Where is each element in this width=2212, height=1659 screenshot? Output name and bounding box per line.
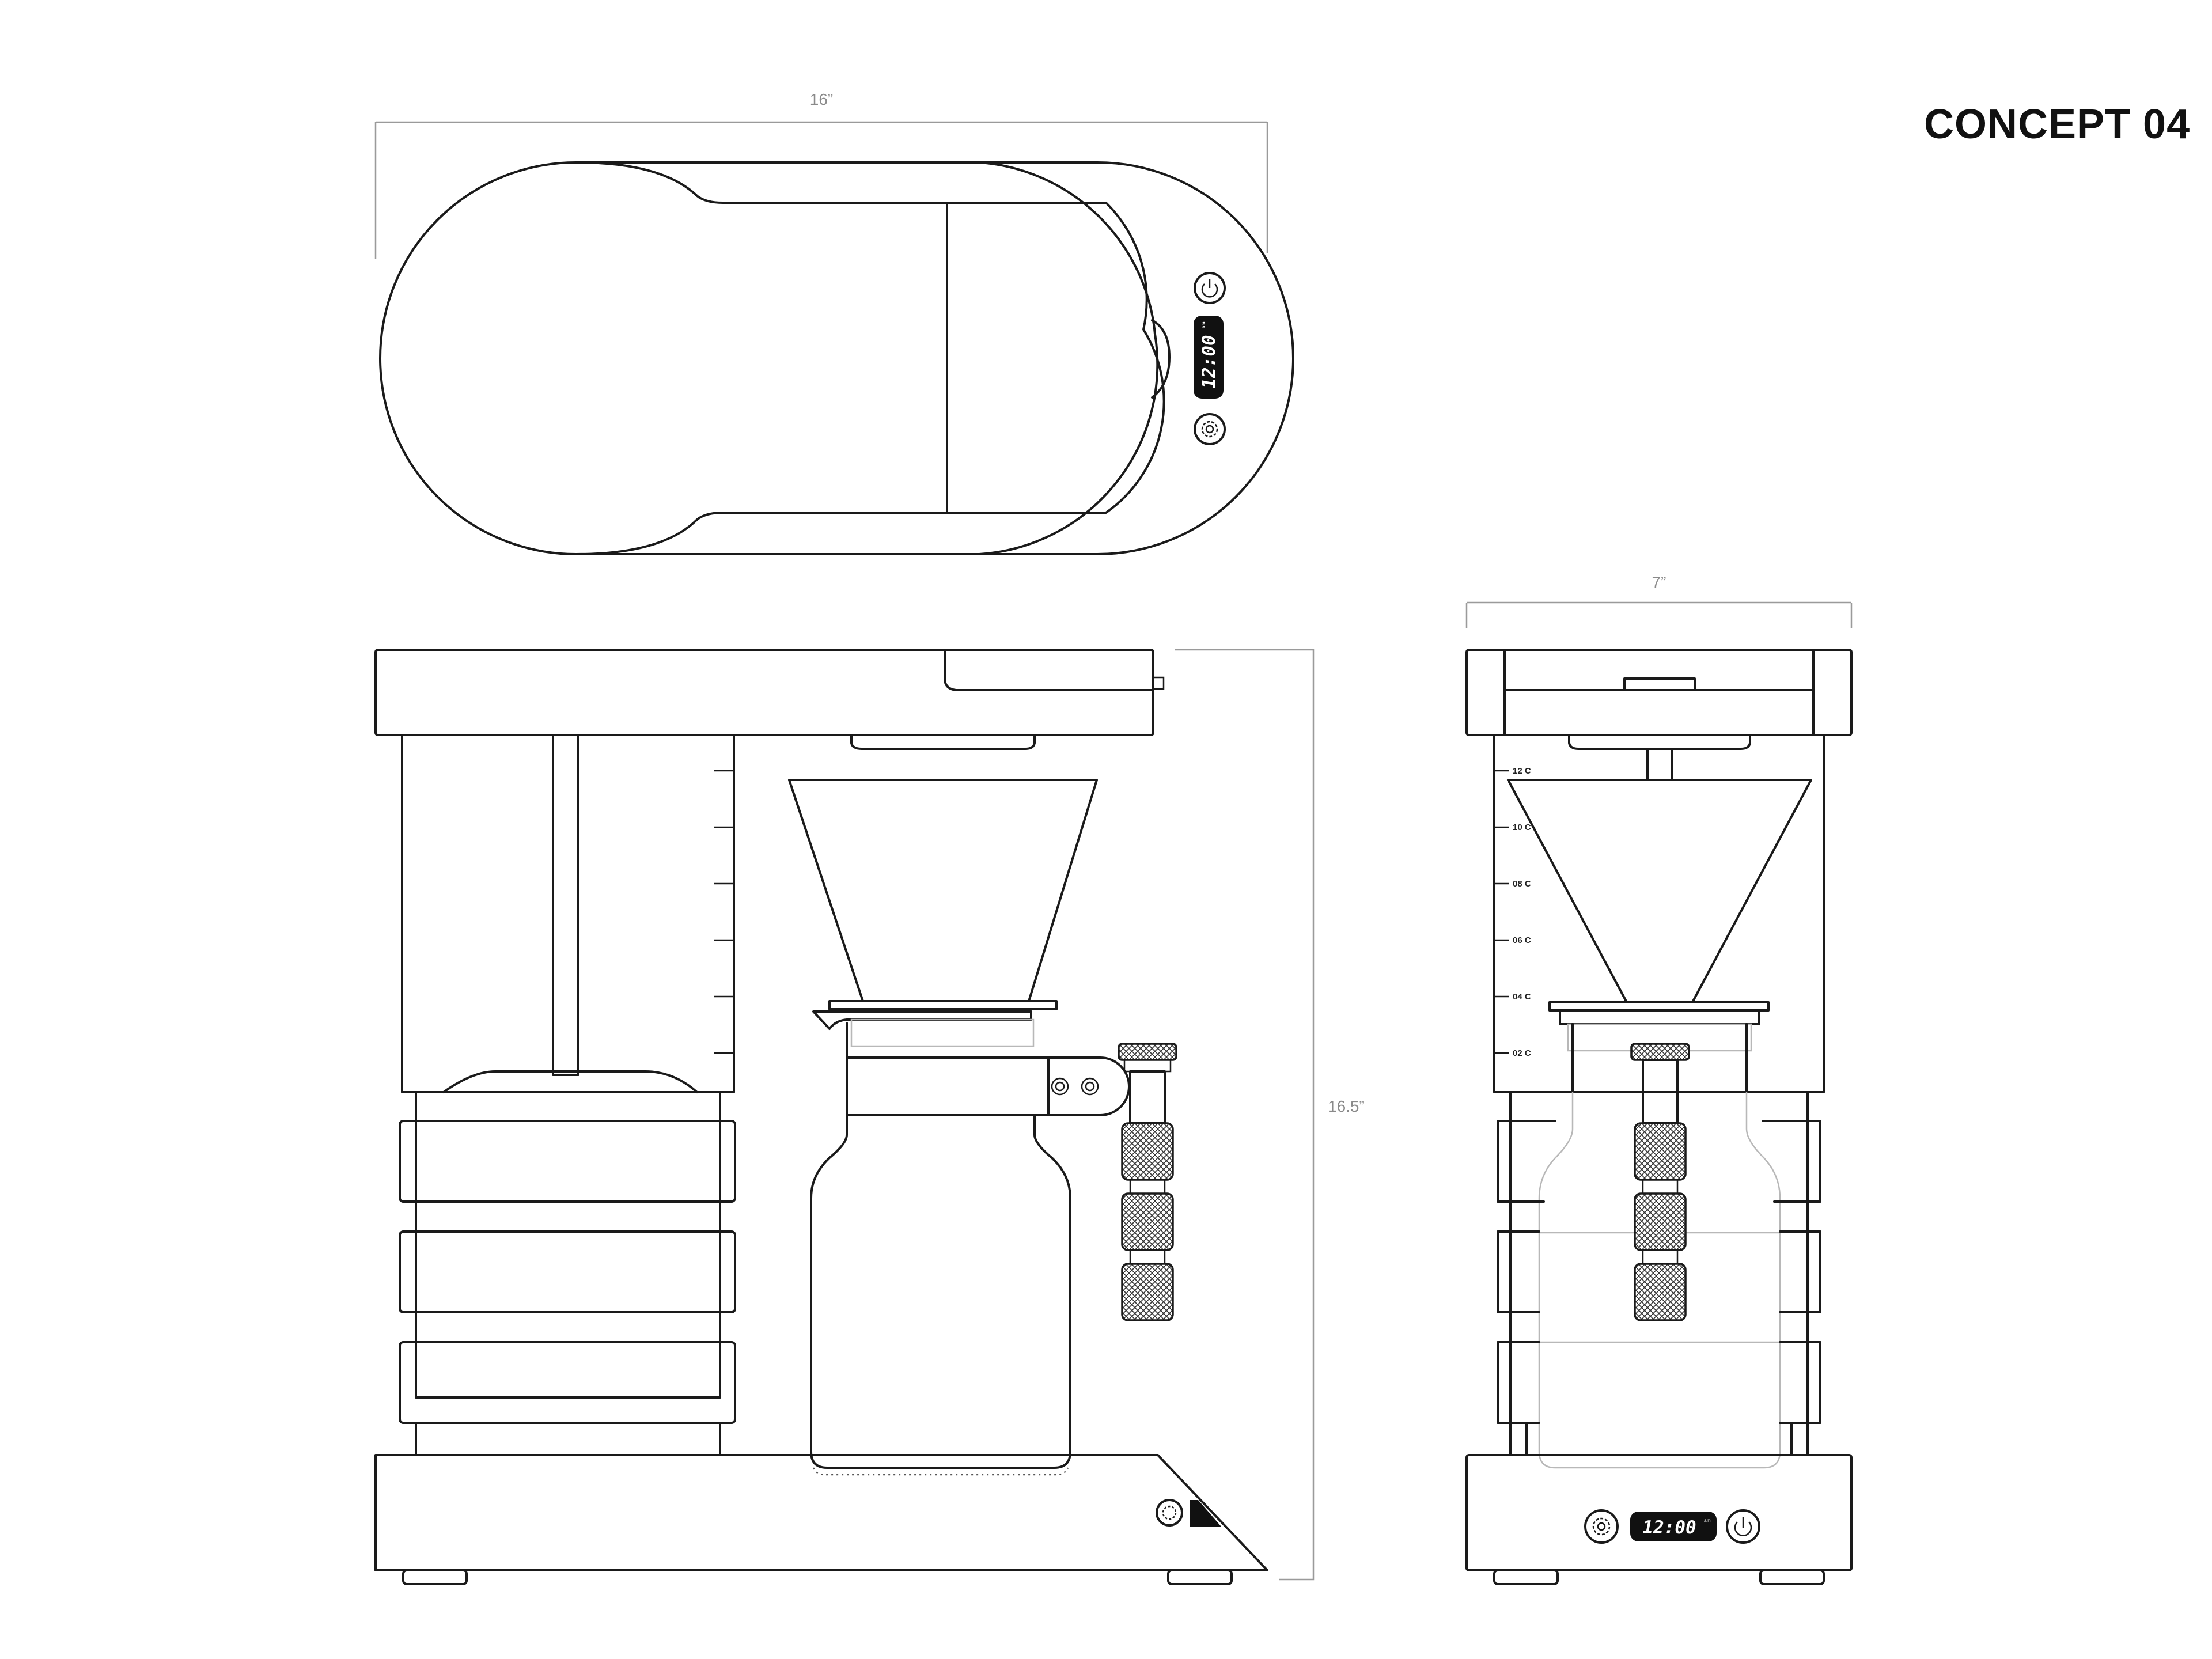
top-settings-button[interactable] <box>1194 413 1226 445</box>
side-settings-button[interactable] <box>1156 1499 1183 1527</box>
cup-mark-10: 10 C <box>1513 823 1531 832</box>
cup-mark-06: 06 C <box>1513 935 1531 945</box>
gear-icon <box>1592 1517 1611 1536</box>
cup-mark-08: 08 C <box>1513 879 1531 889</box>
front-width-label: 7” <box>1652 573 1666 591</box>
top-display: 12:00 am <box>1194 316 1224 399</box>
front-handle <box>1630 1043 1690 1321</box>
tank-ticks <box>714 770 734 1054</box>
power-icon <box>1201 279 1218 298</box>
cup-mark-02: 02 C <box>1513 1048 1531 1058</box>
front-display-time: 12:00 <box>1642 1517 1696 1538</box>
front-view: 7” 12 C 10 C 08 C 06 C 04 C 02 C <box>1465 573 1853 1585</box>
top-power-button[interactable] <box>1194 272 1226 304</box>
side-view: 16.5” <box>374 649 1365 1585</box>
front-width-dimension: 7” <box>1465 573 1853 628</box>
front-power-button[interactable] <box>1726 1509 1760 1544</box>
concept-title: CONCEPT 04 <box>1924 101 2190 147</box>
front-settings-button[interactable] <box>1584 1509 1619 1544</box>
side-height-dimension: 16.5” <box>1175 649 1365 1581</box>
top-display-suffix: am <box>1201 321 1206 328</box>
cup-mark-04: 04 C <box>1513 992 1531 1002</box>
top-display-time: 12:00 <box>1199 335 1219 388</box>
top-width-label: 16” <box>810 90 833 108</box>
front-cup-scale: 12 C 10 C 08 C 06 C 04 C 02 C <box>1495 766 1531 1058</box>
front-display: 12:00 am <box>1630 1512 1717 1541</box>
side-height-label: 16.5” <box>1328 1097 1365 1115</box>
cup-mark-12: 12 C <box>1513 766 1531 776</box>
gear-icon <box>1201 421 1218 438</box>
side-handle <box>1118 1043 1177 1321</box>
power-icon <box>1734 1517 1752 1537</box>
side-display <box>1190 1500 1221 1527</box>
top-width-dimension: 16” <box>374 90 1268 259</box>
front-display-suffix: am <box>1704 1518 1711 1523</box>
top-view: 16” 12:00 am <box>374 90 1294 555</box>
